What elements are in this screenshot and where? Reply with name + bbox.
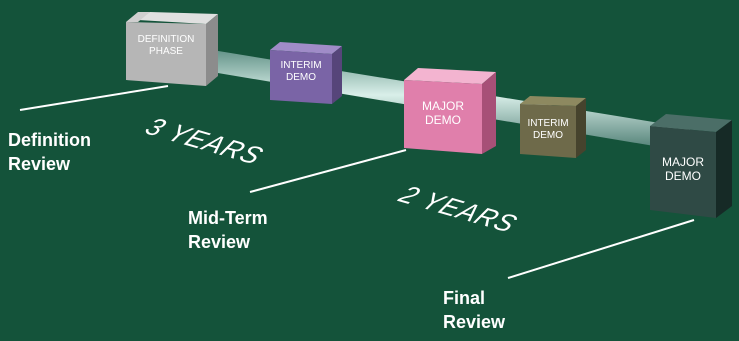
milestone-box-major-demo-2 — [650, 114, 732, 218]
milestone-box-interim-demo-1 — [270, 42, 342, 104]
mid-term-review-line1: Mid-Term — [188, 208, 268, 228]
final-review-label: Final Review — [443, 286, 505, 334]
milestone-box-interim-demo-2 — [520, 96, 586, 158]
definition-review-line1: Definition — [8, 130, 91, 150]
milestone-label-major-demo-1: MAJOR DEMO — [422, 99, 464, 127]
final-review-line1: Final — [443, 288, 486, 308]
milestone-label-interim-demo-1: INTERIM DEMO — [280, 60, 322, 83]
definition-review-label: Definition Review — [8, 128, 91, 176]
milestone-label-definition-phase: DEFINITION PHASE — [137, 34, 195, 57]
final-review-pointer — [507, 219, 695, 279]
definition-review-line2: Review — [8, 154, 71, 174]
milestone-label-major-demo-2: MAJOR DEMO — [662, 155, 704, 183]
mid-term-review-pointer — [249, 149, 407, 193]
definition-review-pointer — [19, 85, 169, 111]
final-review-line2: Review — [443, 312, 506, 332]
milestone-box-definition-phase — [126, 12, 218, 86]
mid-term-review-label: Mid-Term Review — [188, 206, 268, 254]
mid-term-review-line2: Review — [188, 232, 251, 252]
milestone-label-interim-demo-2: INTERIM DEMO — [527, 118, 569, 141]
milestone-box-major-demo-1 — [404, 68, 496, 154]
